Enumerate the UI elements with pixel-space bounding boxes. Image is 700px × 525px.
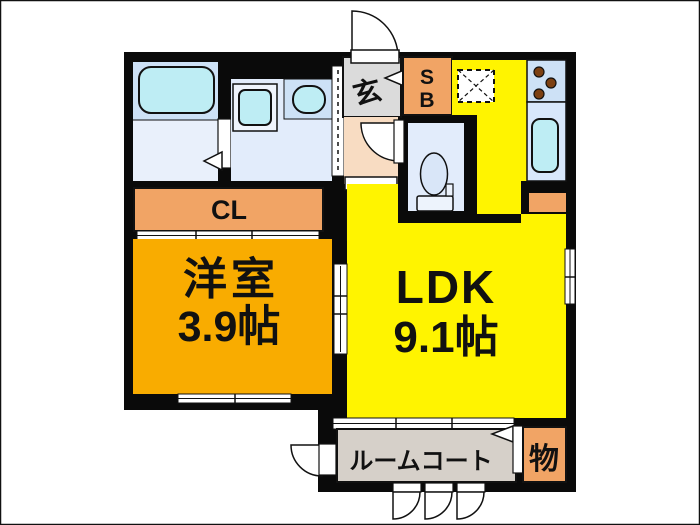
room-court-label: ルームコート [349,448,492,475]
burner-icon-1 [533,66,545,78]
burner-icon-3 [533,88,545,100]
toilet-room [408,123,464,212]
bathroom-floor [133,120,218,181]
genkan-floor [342,56,402,118]
shoe-box: S B [402,56,453,116]
entrance-area: 玄 [342,10,419,118]
bathroom [133,62,232,181]
bathtub-icon [138,66,215,114]
ldk-floor-main [347,223,566,418]
shoe-box-label-b: B [419,89,434,112]
kitchen [526,59,567,212]
storage-label: 物 [529,443,559,476]
closet-label: CL [211,195,247,225]
ldk-floor-kitchenfront [477,115,527,181]
western-room-label: 洋室 [183,254,279,304]
storage: 物 [522,426,567,483]
room-court: ルームコート [290,424,524,483]
right-window [564,248,576,305]
court-left-door-panel [318,443,337,476]
bottom-door-panel-1 [392,482,422,493]
ldk-room: LDK 9.1帖 [347,60,566,418]
court-left-door-swing [290,444,323,477]
bathroom-door-arrow-icon [202,150,223,172]
western-room-size-label: 3.9帖 [178,303,281,351]
ldk-size-label: 9.1帖 [393,313,498,362]
bottom-door-panel-2 [424,482,454,493]
bottom-door-swing-3 [456,491,485,520]
ldk-floor-hall [347,184,398,223]
bottom-door-panel-3 [456,482,486,493]
shoe-box-label-s: S [420,66,434,89]
entrance-door-panel [350,49,400,64]
storage-box [522,426,567,483]
sink-icon [292,85,326,114]
western-room-floor [133,239,332,394]
toilet-tank-icon [416,195,454,212]
court-window [332,417,515,430]
refrigerator-cross-2 [457,69,495,103]
bottom-doors [392,482,486,520]
toilet-handle-icon [445,183,454,197]
closet-box [133,187,324,232]
ldk-floor-mid2 [521,214,566,223]
washing-machine-icon [238,89,272,126]
storage-door-panel [512,425,524,474]
washroom [231,65,345,181]
room-court-floor [336,428,517,483]
toilet-door-panel [393,119,405,164]
bottom-door-swing-2 [424,491,453,520]
western-room: 洋室 3.9帖 [133,239,348,404]
kitchen-side-block [529,193,566,212]
ldk-floor-mid [477,181,521,214]
closet: CL [133,187,324,241]
toilet-bowl-icon [419,152,449,196]
burner-icon-2 [545,77,557,89]
kitchen-sink-icon [531,118,559,173]
ldk-label: LDK [396,261,497,313]
bottom-door-swing-1 [392,491,421,520]
